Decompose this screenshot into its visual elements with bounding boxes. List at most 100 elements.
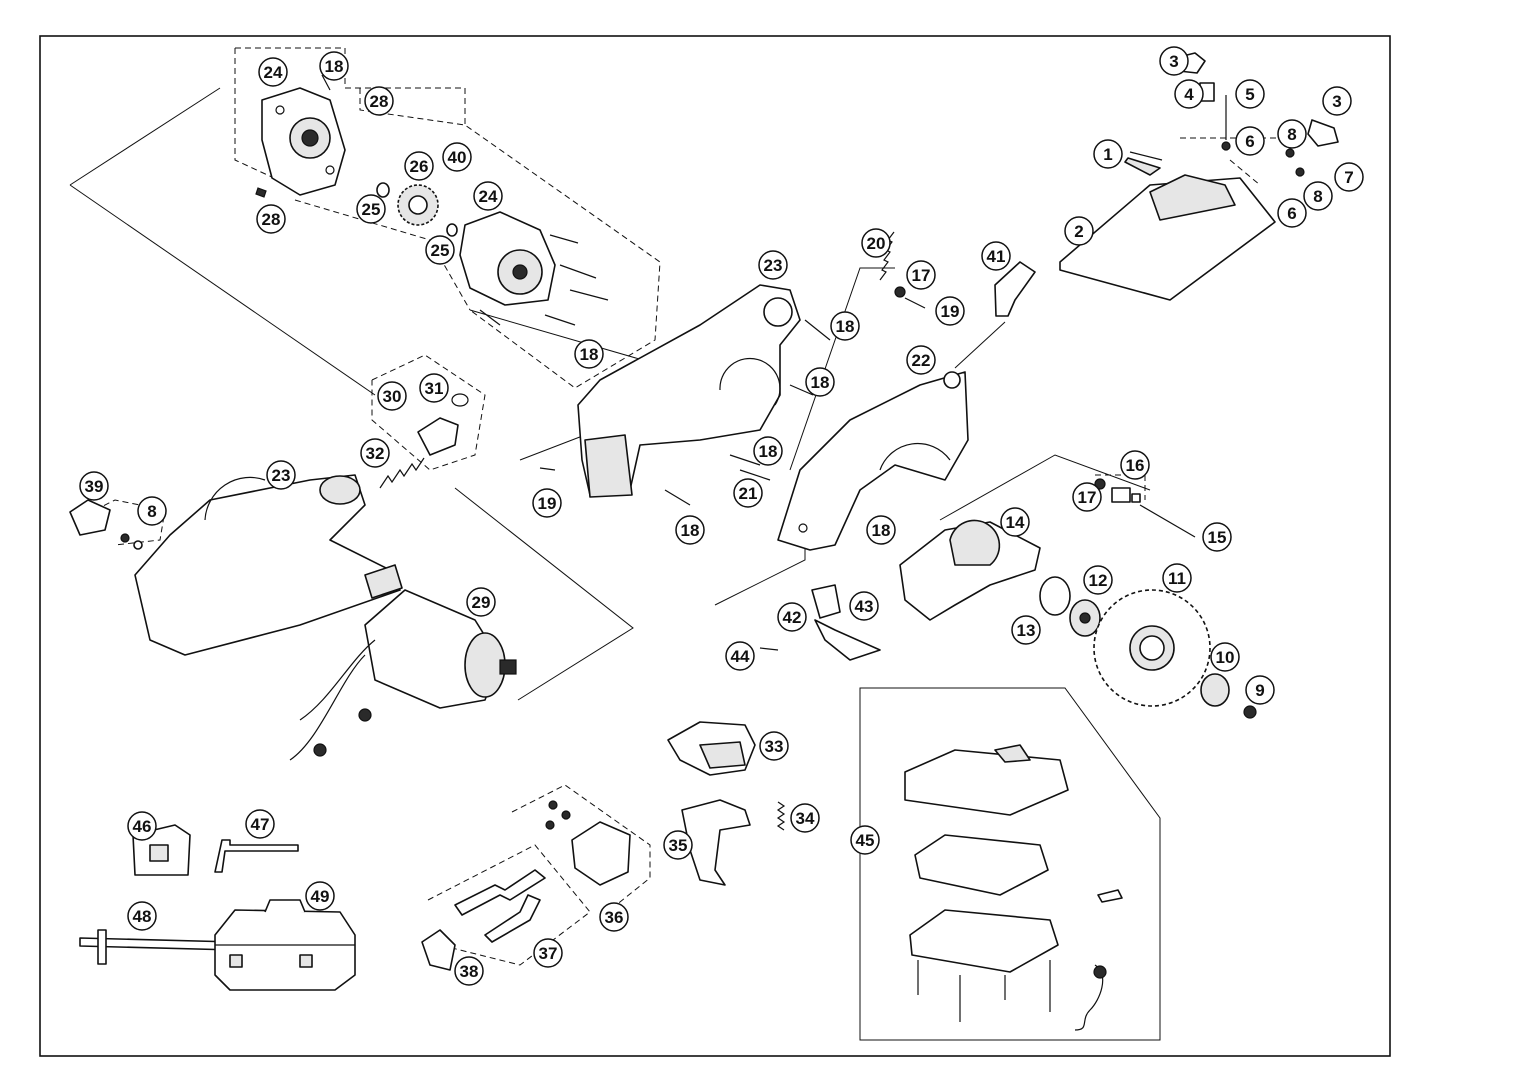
trigger-spring-part bbox=[776, 801, 786, 831]
callout-number: 48 bbox=[133, 907, 152, 926]
callout-number: 19 bbox=[941, 302, 960, 321]
callout-number: 11 bbox=[1168, 569, 1186, 588]
callout-48: 48 bbox=[127, 901, 157, 931]
callout-5: 5 bbox=[1235, 79, 1265, 109]
callout-25: 25 bbox=[356, 194, 386, 224]
callout-26: 26 bbox=[404, 151, 434, 181]
callout-45: 45 bbox=[850, 825, 880, 855]
callout-circle bbox=[1235, 79, 1265, 109]
washers bbox=[376, 182, 458, 237]
callout-18: 18 bbox=[675, 515, 705, 545]
callout-number: 30 bbox=[383, 387, 402, 406]
callout-number: 16 bbox=[1126, 456, 1145, 475]
saw-blade-part bbox=[1093, 589, 1211, 707]
callout-37: 37 bbox=[533, 938, 563, 968]
callout-number: 24 bbox=[479, 187, 498, 206]
callout-circle bbox=[258, 57, 288, 87]
callout-circle bbox=[1064, 216, 1094, 246]
callout-number: 13 bbox=[1017, 621, 1036, 640]
switch-cover-part bbox=[421, 929, 456, 971]
callout-number: 17 bbox=[912, 266, 931, 285]
callout-number: 6 bbox=[1245, 132, 1254, 151]
callout-circle bbox=[1210, 642, 1240, 672]
callout-23: 23 bbox=[266, 460, 296, 490]
callout-number: 2 bbox=[1074, 222, 1083, 241]
callout-number: 42 bbox=[783, 608, 802, 627]
callout-number: 3 bbox=[1169, 52, 1178, 71]
callout-number: 18 bbox=[872, 521, 891, 540]
callout-circle bbox=[758, 250, 788, 280]
callout-circle bbox=[1303, 181, 1333, 211]
callout-number: 4 bbox=[1184, 85, 1194, 104]
callout-28: 28 bbox=[364, 86, 394, 116]
blade-washer-and-bolt bbox=[1200, 673, 1257, 719]
callout-47: 47 bbox=[245, 809, 275, 839]
callout-circle bbox=[599, 902, 629, 932]
callout-number: 34 bbox=[796, 809, 815, 828]
callout-number: 39 bbox=[85, 477, 104, 496]
callout-44: 44 bbox=[725, 641, 755, 671]
callout-circle bbox=[574, 339, 604, 369]
callout-circle bbox=[777, 602, 807, 632]
callout-10: 10 bbox=[1210, 642, 1240, 672]
callout-43: 43 bbox=[849, 591, 879, 621]
callout-18: 18 bbox=[830, 311, 860, 341]
callout-22: 22 bbox=[906, 345, 936, 375]
callout-circle bbox=[861, 228, 891, 258]
callout-number: 18 bbox=[811, 373, 830, 392]
callout-circle bbox=[1083, 565, 1113, 595]
callout-13: 13 bbox=[1011, 615, 1041, 645]
callout-40: 40 bbox=[442, 142, 472, 172]
gearbox-assembly-part bbox=[459, 211, 609, 326]
callout-29: 29 bbox=[466, 587, 496, 617]
callout-number: 8 bbox=[147, 502, 156, 521]
callout-circle bbox=[830, 311, 860, 341]
callout-number: 17 bbox=[1078, 488, 1097, 507]
callout-18: 18 bbox=[805, 367, 835, 397]
callout-19: 19 bbox=[935, 296, 965, 326]
callout-circle bbox=[663, 830, 693, 860]
callout-8: 8 bbox=[1277, 119, 1307, 149]
housing-half-left-part bbox=[134, 474, 403, 656]
callout-circle bbox=[1162, 563, 1192, 593]
callout-number: 45 bbox=[856, 831, 875, 850]
trigger-housing-part bbox=[667, 721, 756, 776]
callout-circle bbox=[319, 51, 349, 81]
callout-number: 36 bbox=[605, 908, 624, 927]
callout-number: 10 bbox=[1216, 648, 1235, 667]
callout-circle bbox=[305, 881, 335, 911]
callout-8: 8 bbox=[137, 496, 167, 526]
callout-circle bbox=[360, 438, 390, 468]
callout-circle bbox=[425, 235, 455, 265]
callout-38: 38 bbox=[454, 956, 484, 986]
callout-1: 1 bbox=[1093, 139, 1123, 169]
callout-circle bbox=[127, 901, 157, 931]
callout-circle bbox=[1235, 126, 1265, 156]
callout-number: 12 bbox=[1089, 571, 1108, 590]
callout-circle bbox=[404, 151, 434, 181]
callout-18: 18 bbox=[866, 515, 896, 545]
callout-number: 25 bbox=[362, 200, 381, 219]
callout-number: 28 bbox=[370, 92, 389, 111]
terminal-strip-parts bbox=[454, 869, 546, 943]
callout-circle bbox=[419, 373, 449, 403]
callout-circle bbox=[1245, 675, 1275, 705]
callout-circle bbox=[266, 460, 296, 490]
callout-25: 25 bbox=[425, 235, 455, 265]
gear-part bbox=[397, 184, 439, 226]
callout-number: 23 bbox=[272, 466, 291, 485]
callout-circle bbox=[850, 825, 880, 855]
gear-housing-part bbox=[261, 87, 346, 196]
callout-8: 8 bbox=[1303, 181, 1333, 211]
callout-35: 35 bbox=[663, 830, 693, 860]
callout-circle bbox=[256, 204, 286, 234]
callout-number: 38 bbox=[460, 962, 479, 981]
callout-circle bbox=[790, 803, 820, 833]
callout-46: 46 bbox=[127, 811, 157, 841]
callout-number: 49 bbox=[311, 887, 330, 906]
callout-number: 6 bbox=[1287, 204, 1296, 223]
callout-6: 6 bbox=[1235, 126, 1265, 156]
callout-circle bbox=[849, 591, 879, 621]
callout-circle bbox=[466, 587, 496, 617]
